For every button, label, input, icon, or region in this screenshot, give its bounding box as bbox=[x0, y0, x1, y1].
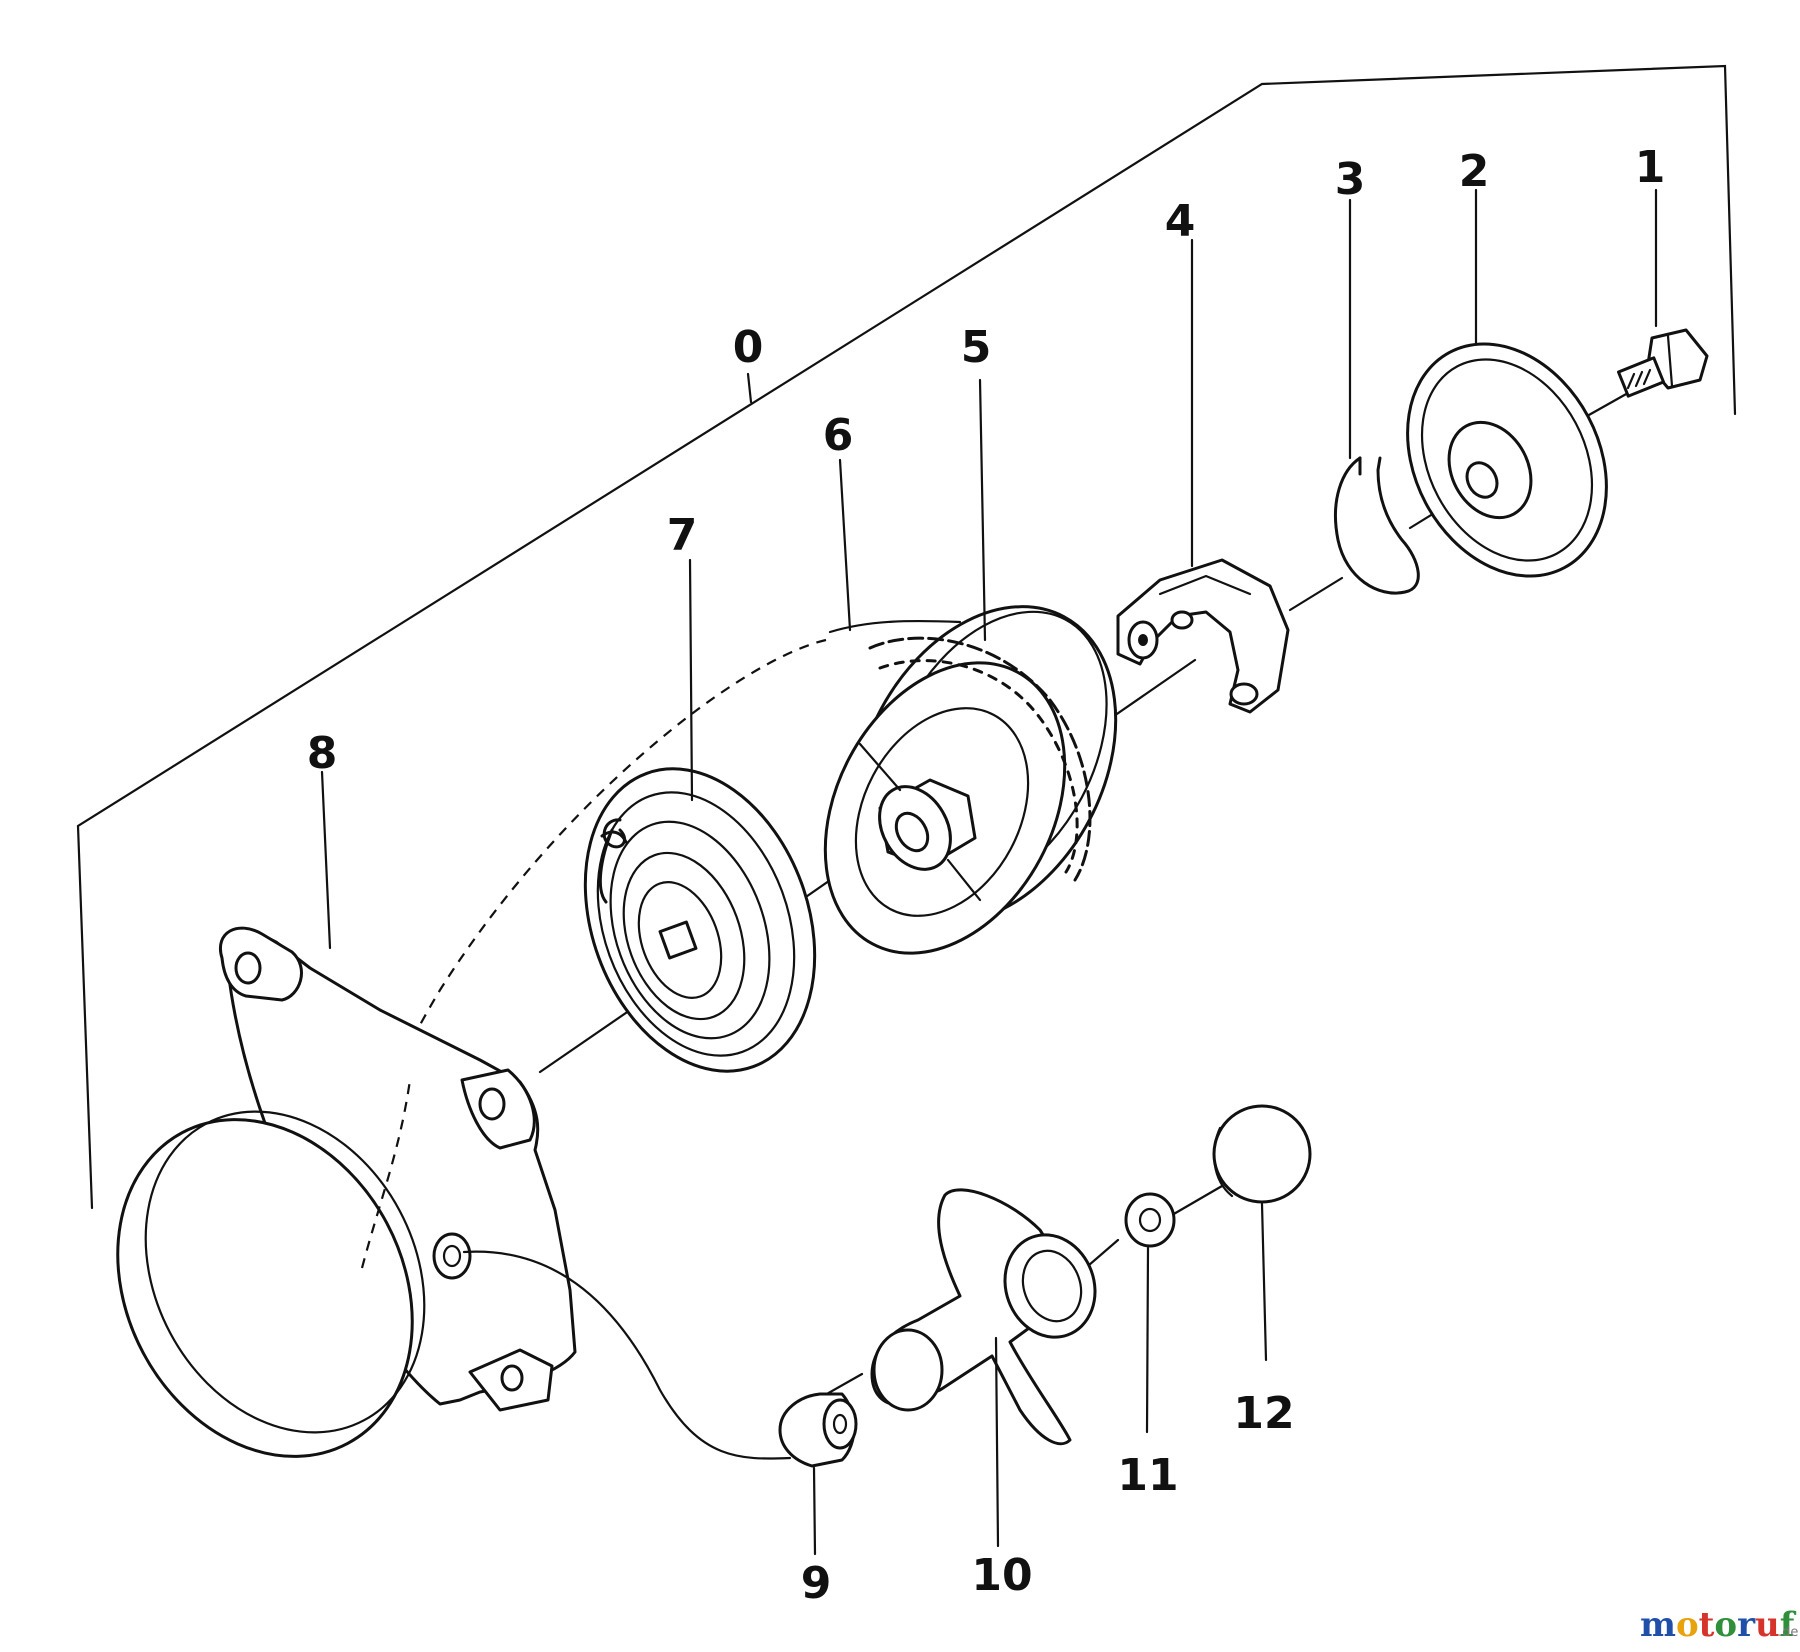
watermark-letter: u bbox=[1755, 1605, 1780, 1645]
watermark-letter: o bbox=[1676, 1605, 1699, 1645]
watermark-letter: t bbox=[1699, 1605, 1715, 1645]
watermark-letter: o bbox=[1714, 1605, 1737, 1645]
label-part-12: 12 bbox=[1233, 1388, 1294, 1439]
starter-handle-part bbox=[870, 1188, 1097, 1446]
label-part-11: 11 bbox=[1117, 1450, 1178, 1501]
label-part-0: 0 bbox=[733, 322, 764, 373]
cover-plate-part bbox=[1406, 342, 1608, 578]
handle-cap-part bbox=[1212, 1104, 1312, 1204]
label-part-10: 10 bbox=[971, 1550, 1032, 1601]
recoil-spring-part bbox=[583, 767, 817, 1073]
spring-clip-part bbox=[1333, 456, 1420, 595]
motoruf-watermark-logo: motoruf .de bbox=[1640, 1605, 1798, 1645]
watermark-domain: .de bbox=[1778, 1625, 1798, 1640]
label-part-8: 8 bbox=[307, 728, 338, 779]
label-part-5: 5 bbox=[961, 322, 992, 373]
assembly-bracket bbox=[76, 64, 1737, 1210]
watermark-letter: r bbox=[1737, 1605, 1756, 1645]
washer-part bbox=[1124, 1192, 1176, 1248]
bushing-part bbox=[778, 1392, 858, 1468]
label-part-1: 1 bbox=[1635, 142, 1666, 193]
starter-rope-part bbox=[356, 619, 962, 1221]
rope-reel-part bbox=[823, 605, 1118, 955]
label-part-4: 4 bbox=[1165, 196, 1196, 247]
leader-lines bbox=[320, 188, 1658, 1556]
watermark-letter: f bbox=[1780, 1605, 1797, 1645]
starter-housing-part bbox=[116, 926, 792, 1460]
label-part-9: 9 bbox=[801, 1558, 832, 1609]
part-labels: 0 1 2 3 4 5 6 7 8 9 10 11 12 bbox=[307, 142, 1666, 1609]
ratchet-pawl-part bbox=[1116, 558, 1290, 714]
label-part-7: 7 bbox=[667, 510, 698, 561]
watermark-letter: m bbox=[1640, 1605, 1676, 1645]
label-part-6: 6 bbox=[823, 410, 854, 461]
label-part-2: 2 bbox=[1459, 146, 1490, 197]
bolt-part bbox=[1617, 328, 1709, 398]
svg-text:motoruf: motoruf bbox=[1640, 1605, 1797, 1645]
label-part-3: 3 bbox=[1335, 154, 1366, 205]
